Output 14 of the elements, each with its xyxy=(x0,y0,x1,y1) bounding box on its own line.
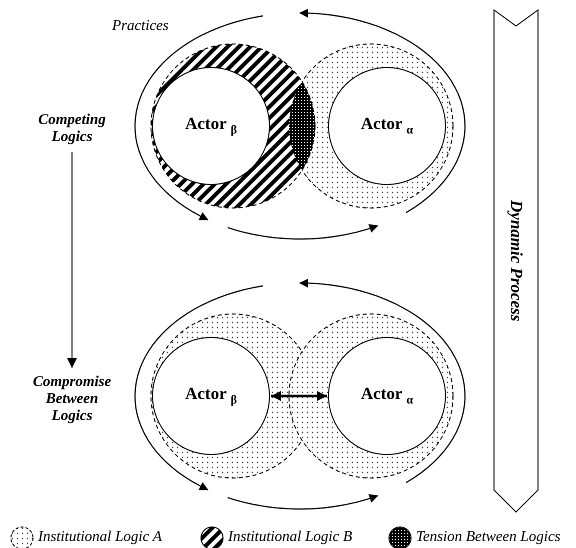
arrow xyxy=(67,152,77,368)
arrow xyxy=(271,391,327,401)
stage-label: Compromise Between Logics xyxy=(27,374,117,425)
legend-label: Tension Between Logics xyxy=(416,529,560,546)
actor-label: Actor $_{α}$ xyxy=(360,114,414,138)
process-label: Dynamic Process xyxy=(506,200,526,322)
actor-label: Actor $_{β}$ xyxy=(185,384,237,408)
stage-label: Competing Logics xyxy=(27,112,117,146)
process-chevron xyxy=(494,10,538,512)
actor-label: Actor $_{α}$ xyxy=(360,384,414,408)
actor-label: Actor $_{β}$ xyxy=(185,114,237,138)
legend-label: Institutional Logic B xyxy=(228,529,352,546)
legend-label: Institutional Logic A xyxy=(38,529,162,546)
practices-label: Practices xyxy=(112,18,169,35)
